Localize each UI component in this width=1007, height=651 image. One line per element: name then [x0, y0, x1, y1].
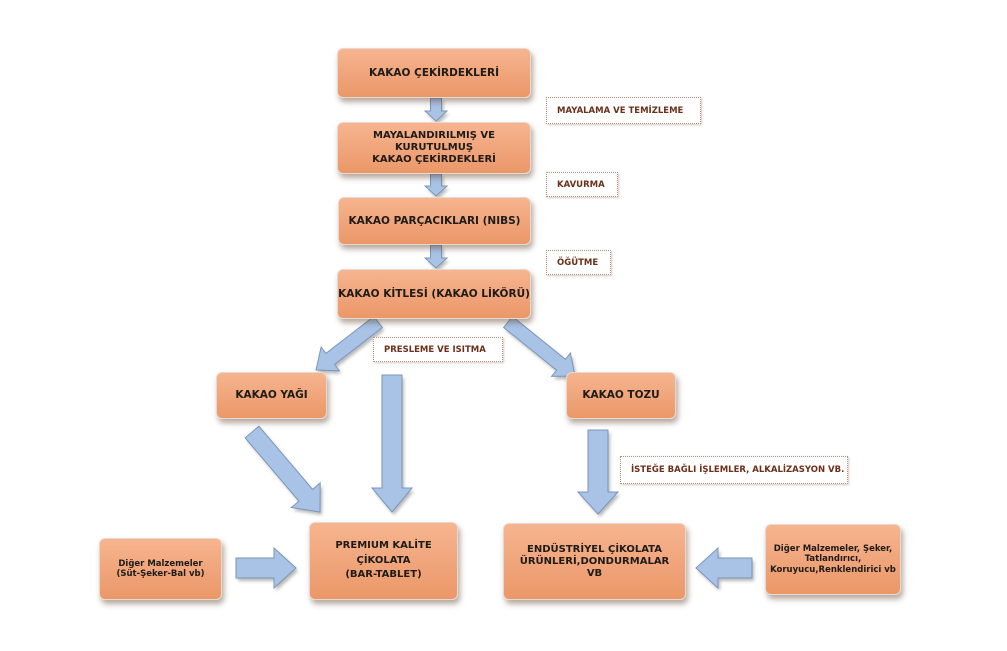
other-ingredients-right-box: Diğer Malzemeler, Şeker, Tatlandırıcı, K…	[765, 524, 901, 595]
fermented-beans-box: MAYALANDIRILMIŞ VE KURUTULMUŞ KAKAO ÇEKİ…	[337, 122, 531, 174]
optional-processes-note: İSTEĞE BAĞLI İŞLEMLER, ALKALİZASYON VB.	[620, 456, 848, 484]
industrial-products-box: ENDÜSTRİYEL ÇİKOLATA ÜRÜNLERİ,DONDURMALA…	[503, 523, 686, 600]
roasting-note: KAVURMA	[546, 172, 618, 197]
cocoa-liquor-label: KAKAO KİTLESİ (KAKAO LİKÖRÜ)	[338, 287, 530, 300]
nibs-box: KAKAO PARÇACIKLARI (NIBS)	[338, 197, 531, 245]
arrow-beans-to-fermented	[423, 97, 449, 124]
arrow-right-ingredients-to-industrial	[695, 546, 754, 591]
cocoa-powder-box: KAKAO TOZU	[566, 372, 676, 419]
cocoa-beans-box: KAKAO ÇEKİRDEKLERİ	[337, 48, 531, 98]
other-ingredients-left-label: Diğer Malzemeler (Süt-Şeker-Bal vb)	[116, 558, 205, 579]
grinding-note-text: ÖĞÜTME	[557, 257, 599, 268]
industrial-products-label: ENDÜSTRİYEL ÇİKOLATA ÜRÜNLERİ,DONDURMALA…	[519, 543, 670, 579]
premium-chocolate-box: PREMIUM KALİTE ÇİKOLATA (BAR-TABLET)	[309, 522, 458, 600]
nibs-label: KAKAO PARÇACIKLARI (NIBS)	[348, 214, 521, 227]
arrow-left-ingredients-to-premium	[235, 546, 298, 591]
pressing-note: PRESLEME VE ISITMA	[373, 337, 503, 362]
cocoa-butter-label: KAKAO YAĞI	[235, 389, 308, 402]
optional-processes-note-text: İSTEĞE BAĞLI İŞLEMLER, ALKALİZASYON VB.	[631, 465, 845, 475]
other-ingredients-left-box: Diğer Malzemeler (Süt-Şeker-Bal vb)	[99, 538, 222, 600]
arrow-fermented-to-nibs	[423, 173, 449, 199]
arrow-liquor-to-premium	[370, 374, 414, 515]
arrow-powder-to-industrial	[576, 429, 620, 517]
arrow-nibs-to-liquor	[423, 244, 449, 271]
fermentation-note: MAYALAMA VE TEMİZLEME	[546, 97, 701, 124]
cocoa-beans-label: KAKAO ÇEKİRDEKLERİ	[369, 66, 499, 79]
arrow-liquor-to-powder	[502, 315, 577, 380]
fermented-beans-label: MAYALANDIRILMIŞ VE KURUTULMUŞ KAKAO ÇEKİ…	[372, 130, 496, 165]
premium-chocolate-label: PREMIUM KALİTE ÇİKOLATA (BAR-TABLET)	[335, 540, 432, 581]
arrow-butter-to-premium	[244, 425, 323, 515]
cocoa-powder-label: KAKAO TOZU	[582, 389, 660, 402]
cocoa-liquor-box: KAKAO KİTLESİ (KAKAO LİKÖRÜ)	[337, 269, 531, 319]
other-ingredients-right-label: Diğer Malzemeler, Şeker, Tatlandırıcı, K…	[770, 544, 896, 575]
fermentation-note-text: MAYALAMA VE TEMİZLEME	[557, 105, 684, 116]
grinding-note: ÖĞÜTME	[546, 250, 611, 275]
cocoa-butter-box: KAKAO YAĞI	[216, 372, 327, 419]
roasting-note-text: KAVURMA	[557, 179, 605, 190]
pressing-note-text: PRESLEME VE ISITMA	[384, 344, 486, 355]
arrow-liquor-to-butter	[315, 315, 385, 374]
